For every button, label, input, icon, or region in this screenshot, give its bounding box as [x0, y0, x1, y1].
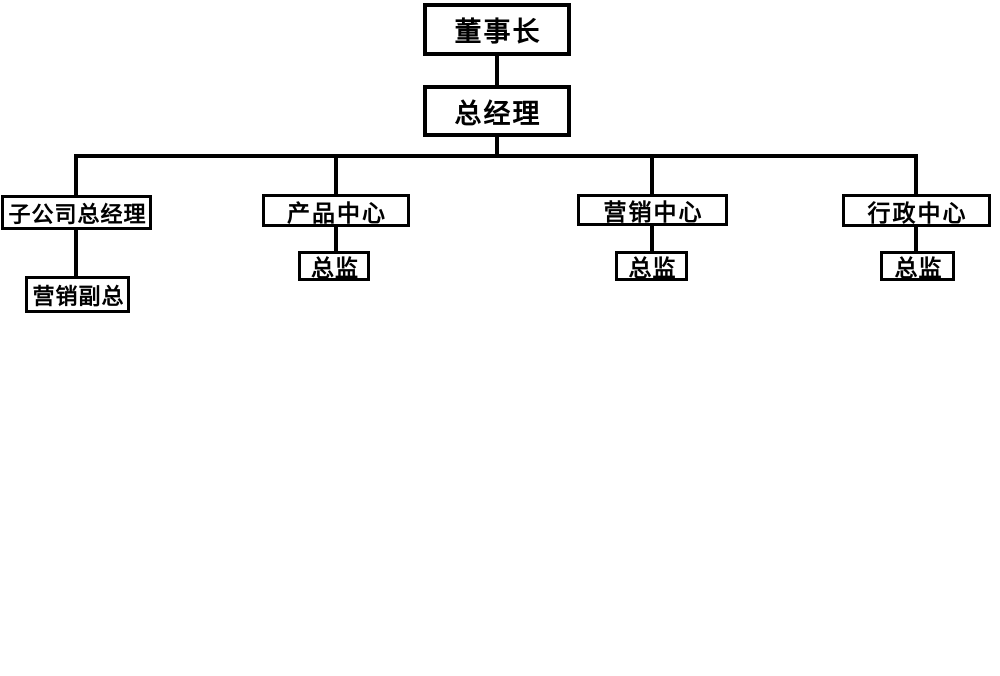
node-admin-center: 行政中心 [842, 194, 991, 227]
connector-gm-to-branch-bus [495, 136, 499, 156]
node-marketing-director: 总监 [615, 251, 688, 282]
connector-chairman-to-gm [495, 55, 499, 85]
node-product-center: 产品中心 [262, 194, 410, 227]
node-product-director: 总监 [298, 251, 370, 282]
connector-branch-bus [74, 154, 918, 158]
connector-admin-center-to-director [914, 226, 918, 251]
connector-bus-to-subsidiary-gm [74, 156, 78, 195]
node-chairman: 董事长 [423, 3, 571, 56]
connector-bus-to-product-center [334, 156, 338, 194]
connector-bus-to-marketing-center [650, 156, 654, 194]
connector-product-center-to-director [334, 226, 338, 251]
node-marketing-center: 营销中心 [577, 194, 728, 226]
node-general-manager: 总经理 [423, 85, 571, 137]
node-subsidiary-general-manager: 子公司总经理 [1, 195, 152, 230]
connector-bus-to-admin-center [914, 156, 918, 194]
connector-marketing-center-to-director [650, 225, 654, 251]
node-admin-director: 总监 [880, 251, 955, 282]
node-marketing-vp: 营销副总 [25, 276, 130, 313]
connector-subsidiary-gm-to-marketing-vp [74, 229, 78, 276]
